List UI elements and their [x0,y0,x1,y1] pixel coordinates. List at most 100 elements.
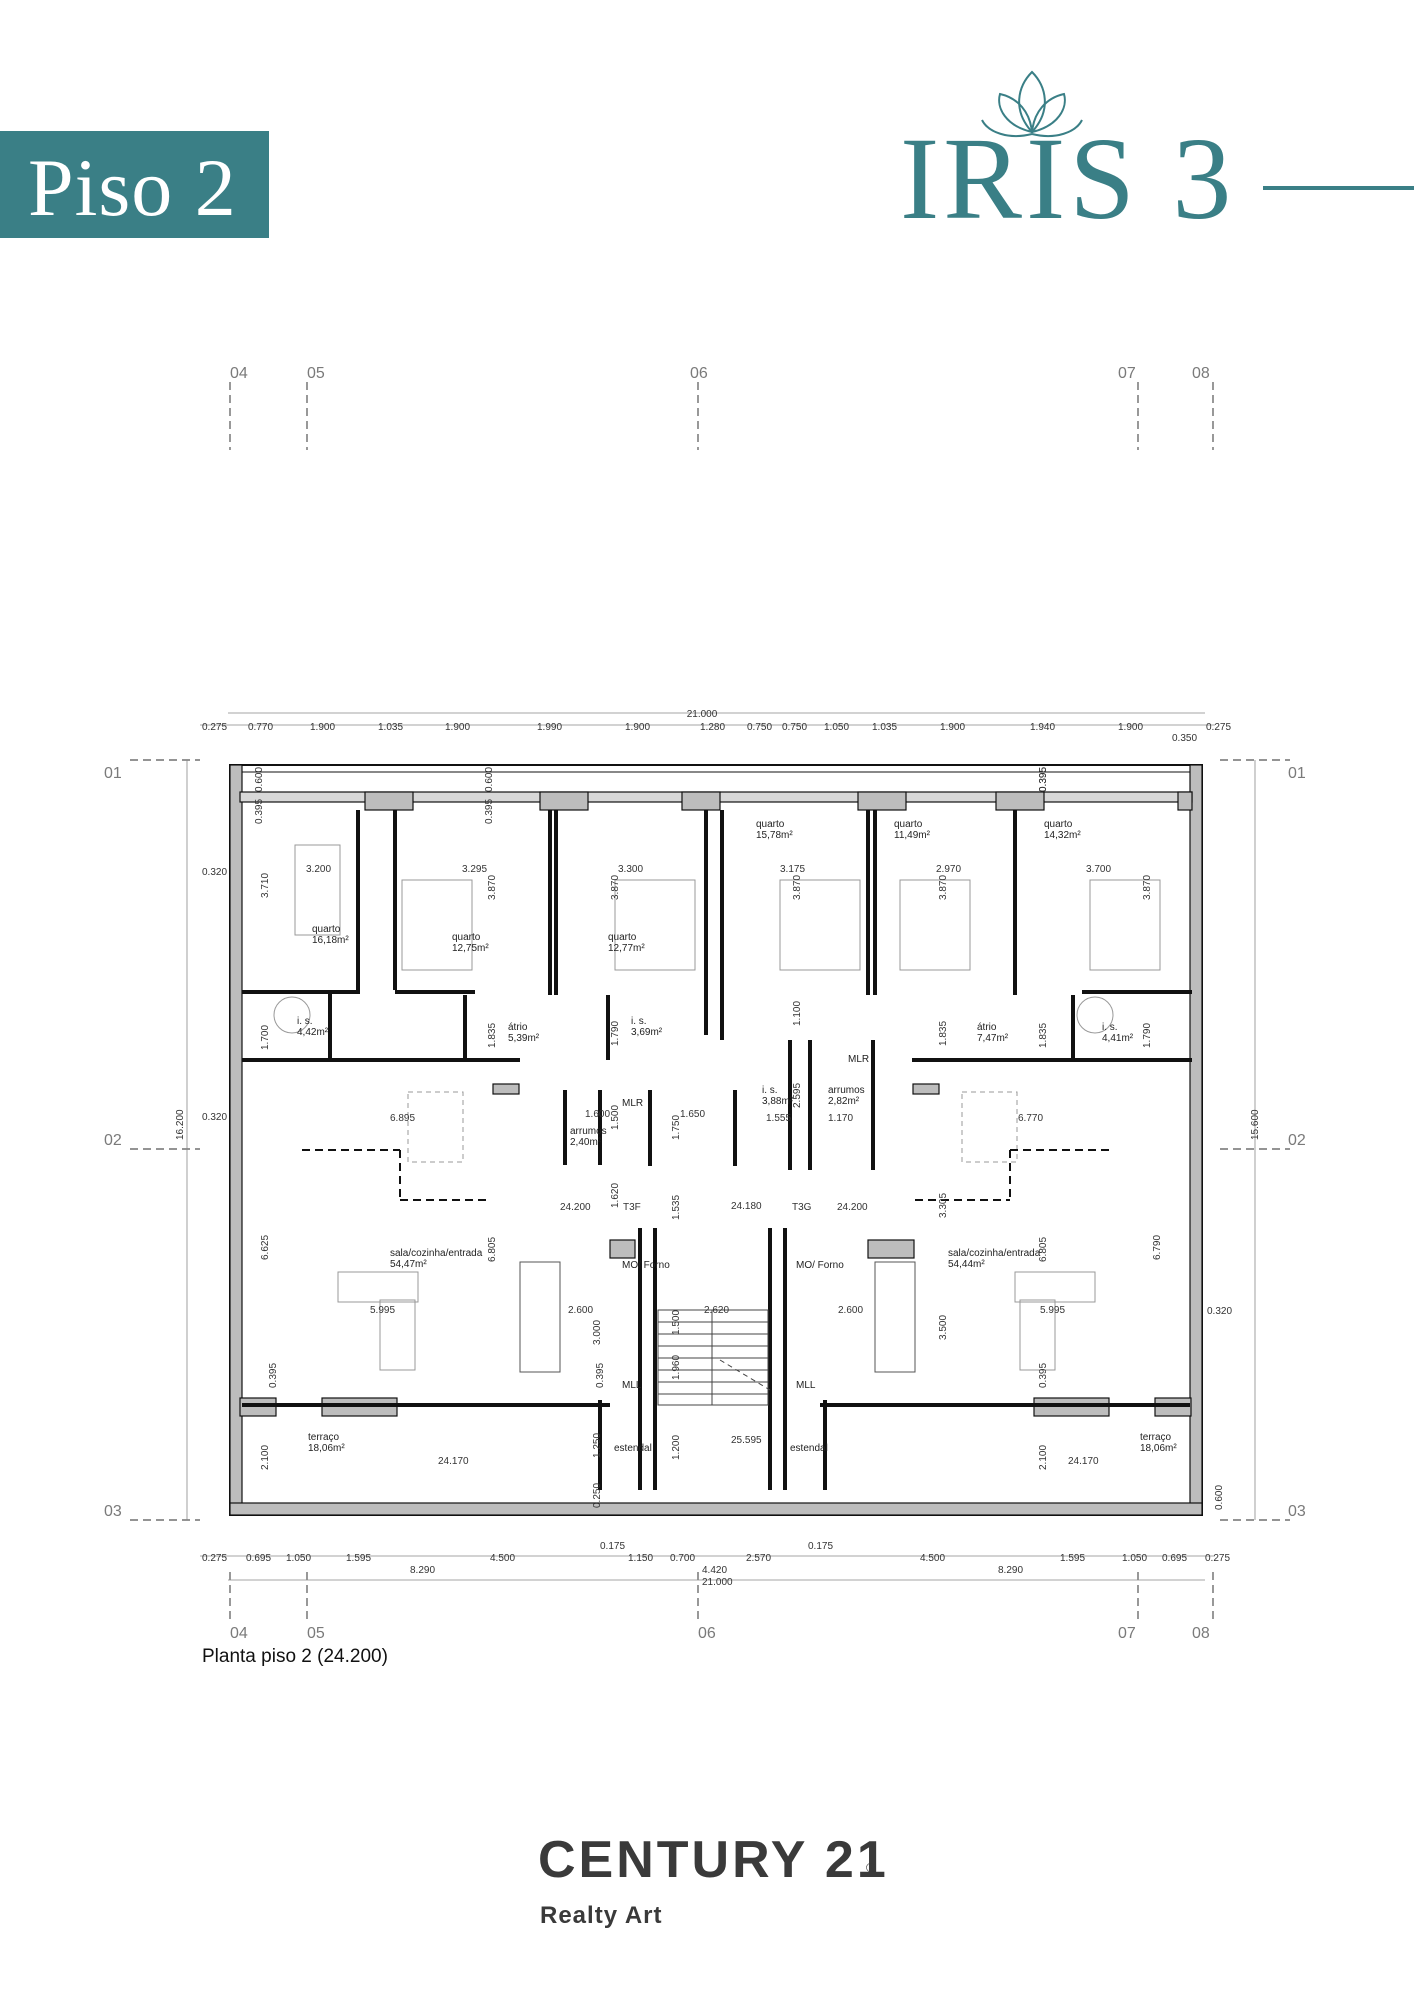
dim-text: 0.320 [202,867,227,878]
interior-dim-text: 1.620 [610,1183,621,1208]
dim-text: 1.900 [940,722,965,733]
interior-dim-text: 0.250 [592,1483,603,1508]
interior-dim-text: 2.600 [568,1305,593,1316]
interior-dim-text: 1.100 [792,1001,803,1026]
interior-dim-text: 6.790 [1152,1235,1163,1260]
brand-logo: IRIS 3 [900,60,1231,250]
interior-dim-text: 3.200 [306,864,331,875]
dim-text: 0.275 [202,722,227,733]
dim-text: 4.500 [490,1553,515,1564]
grid-row-label: 03 [1288,1503,1306,1520]
interior-dim-text: 0.395 [254,799,265,824]
interior-dim-text: 3.500 [938,1315,949,1340]
room-area: 18,06m² [308,1443,345,1454]
interior-dim-text: 2.100 [1038,1445,1049,1470]
interior-dim-text: 3.305 [938,1193,949,1218]
room-name: quarto [312,924,341,935]
dim-text: 1.595 [346,1553,371,1564]
dim-text: 0.275 [202,1553,227,1564]
grid-col-label: 05 [307,365,325,382]
equipment-label: MLL [796,1380,816,1391]
interior-dim-text: 6.805 [1038,1237,1049,1262]
grid-row-label: 02 [1288,1132,1306,1149]
grid-col-label: 08 [1192,1625,1210,1642]
interior-dim-text: 3.870 [792,875,803,900]
interior-dim-text: 2.600 [838,1305,863,1316]
dim-text: 1.940 [1030,722,1055,733]
level-label: 24.180 [731,1201,762,1212]
grid-col-label: 04 [230,1625,248,1642]
interior-dim-text: 6.805 [487,1237,498,1262]
grid-markers [130,382,1290,1622]
wall-fills [229,764,1203,1516]
interior-dim-text: 1.835 [938,1021,949,1046]
dim-text: 1.050 [824,722,849,733]
dim-text: 1.595 [1060,1553,1085,1564]
unit-label: T3F [623,1202,641,1213]
interior-dim-text: 3.870 [1142,875,1153,900]
dim-text: 0.695 [1162,1553,1187,1564]
grid-labels: 04 05 06 07 08 04 05 06 07 08 01 01 02 0… [104,365,1306,1642]
dim-text: 0.700 [670,1553,695,1564]
interior-dim-text: 0.395 [1038,767,1049,792]
room-area: 15,78m² [756,830,793,841]
room-area: 5,39m² [508,1033,540,1044]
equipment-label: estendal [614,1443,652,1454]
dim-text: 1.990 [537,722,562,733]
room-area: 14,32m² [1044,830,1081,841]
interior-dim-text: 6.895 [390,1113,415,1124]
grid-row-label: 01 [104,765,122,782]
interior-dim-text: 1.790 [1142,1023,1153,1048]
interior-dim-text: 0.600 [484,767,495,792]
dim-text: 1.900 [310,722,335,733]
room-area: 12,77m² [608,943,645,954]
room-name: quarto [608,932,637,943]
interior-dim-text: 2.595 [792,1083,803,1108]
interior-dim-text: 3.295 [462,864,487,875]
room-name: quarto [452,932,481,943]
room-area: 11,49m² [894,830,931,841]
dim-right-total: 15.600 [1250,1109,1261,1140]
floor-label: Piso 2 [28,142,237,233]
interior-partitions [242,810,1192,1490]
room-labels: quarto 16,18m² quarto 12,75m² quarto 12,… [297,819,1177,1454]
room-area: 16,18m² [312,935,349,946]
room-area: 4,41m² [1102,1033,1134,1044]
interior-dim-text: 1.835 [487,1023,498,1048]
interior-dim-text: 0.600 [254,767,265,792]
grid-col-label: 04 [230,365,248,382]
plan-caption: Planta piso 2 (24.200) [202,1646,388,1667]
grid-row-label: 01 [1288,765,1306,782]
level-label: 24.200 [560,1202,591,1213]
grid-col-label: 08 [1192,365,1210,382]
level-label: 24.170 [438,1456,469,1467]
room-name: i. s. [297,1016,313,1027]
agency-logo: CENTURY 21 ® Realty Art [538,1834,938,1944]
room-name: i. s. [631,1016,647,1027]
room-name: terraço [308,1432,340,1443]
dim-text: 0.750 [747,722,772,733]
interior-dim-text: 3.870 [610,875,621,900]
dim-text: 0.320 [1207,1306,1232,1317]
lotus-icon [981,70,1083,138]
level-label: 24.170 [1068,1456,1099,1467]
unit-label: T3G [792,1202,812,1213]
interior-dim-text: 1.790 [610,1021,621,1046]
room-name: átrio [508,1022,528,1033]
dim-text: 0.275 [1205,1553,1230,1564]
room-area: 54,47m² [390,1259,427,1270]
grid-col-label: 06 [698,1625,716,1642]
interior-dim-text: 3.000 [592,1320,603,1345]
room-area: 2,40m² [570,1137,602,1148]
registered-mark: ® [866,1860,876,1875]
room-name: terraço [1140,1432,1172,1443]
interior-dim-text: 3.710 [260,873,271,898]
interior-dim-text: 0.395 [1038,767,1049,792]
dim-total-bottom: 21.000 [702,1577,733,1588]
level-label: 25.595 [731,1435,762,1446]
level-labels: 24.200 24.180 24.200 24.170 24.170 25.59… [438,1201,1099,1467]
dim-text: 1.900 [1118,722,1143,733]
interior-dim-text: 3.175 [780,864,805,875]
dim-text: 0.750 [782,722,807,733]
grid-col-label: 07 [1118,1625,1136,1642]
